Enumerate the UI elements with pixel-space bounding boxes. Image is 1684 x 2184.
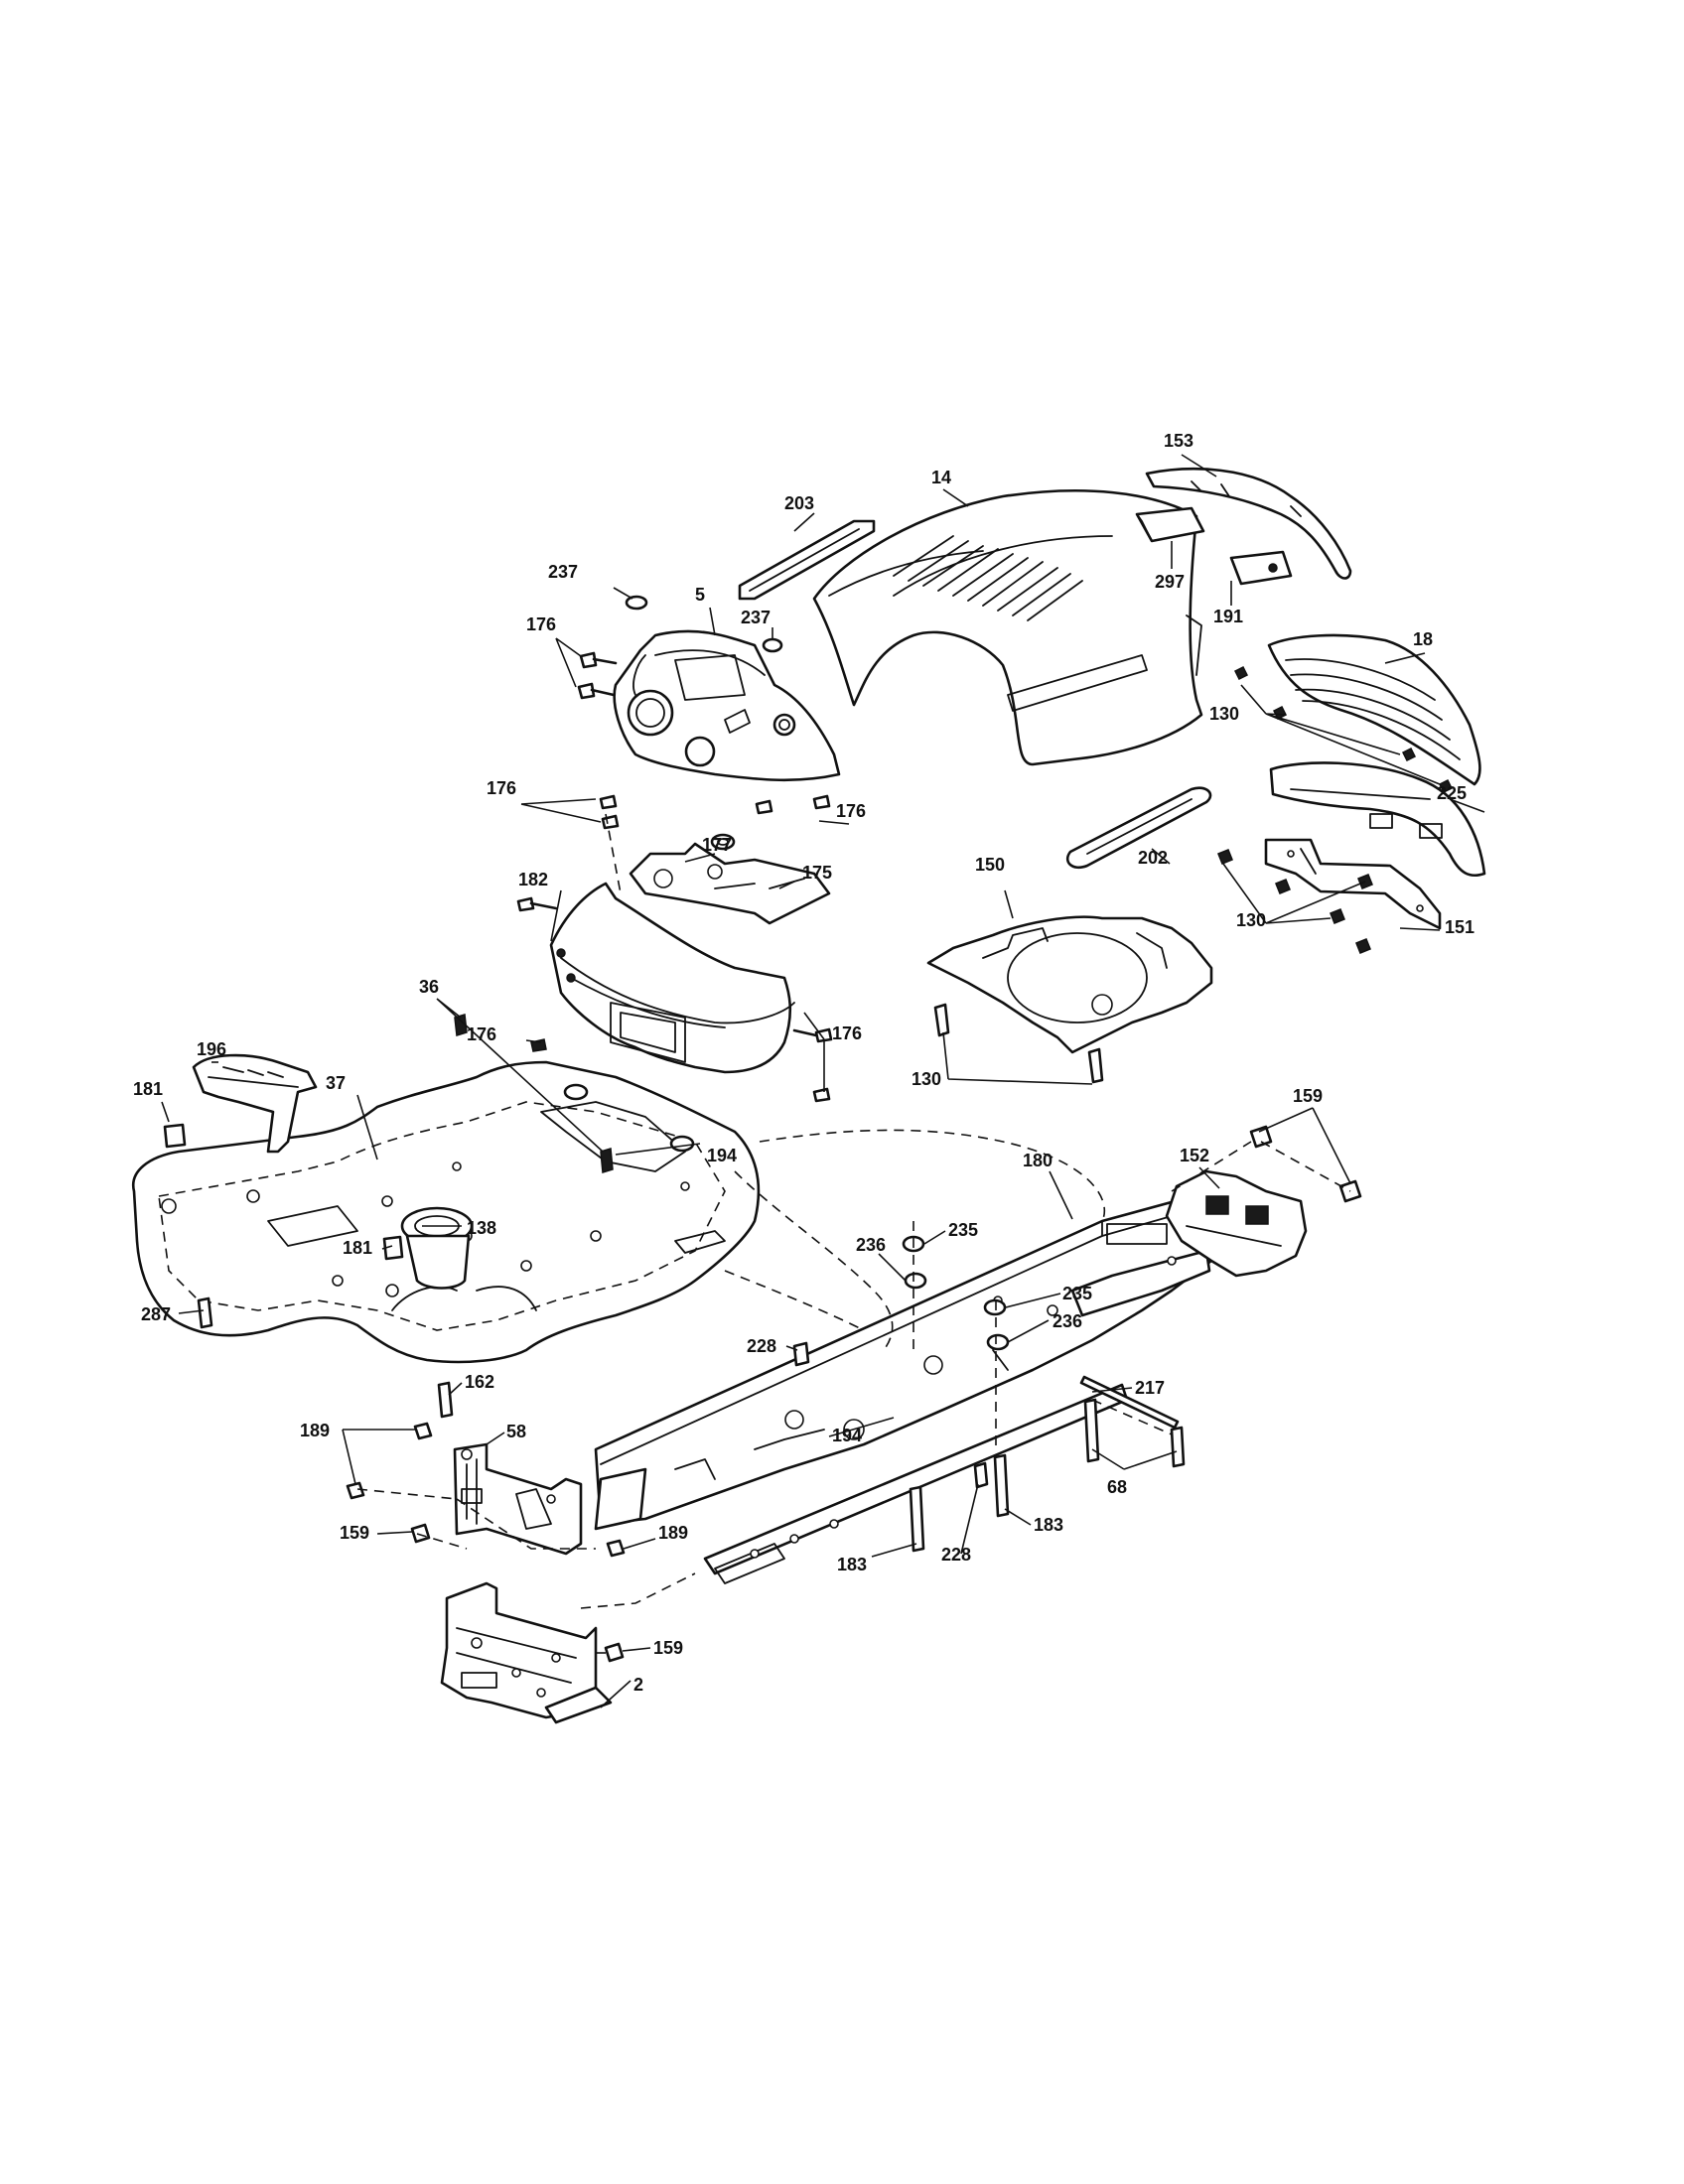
callout-237: 237 (548, 562, 578, 582)
callout-159: 159 (1293, 1086, 1323, 1106)
callout-labels: 153 203 14 297 191 237 5 237 176 18 130 … (133, 431, 1474, 1695)
hood-vent-slots (893, 535, 1083, 621)
callout-202: 202 (1138, 848, 1168, 868)
grommet-part[interactable] (710, 833, 736, 851)
callout-130: 130 (1209, 704, 1239, 724)
callout-153: 153 (1164, 431, 1193, 451)
callout-162: 162 (465, 1372, 494, 1392)
engine-shroud-part[interactable] (926, 915, 1213, 1054)
callout-228: 228 (941, 1545, 971, 1565)
callout-176: 176 (487, 778, 516, 798)
frame-rail-part[interactable] (594, 1383, 1129, 1584)
callout-194: 194 (832, 1426, 862, 1445)
callout-2: 2 (633, 1675, 643, 1695)
callout-228: 228 (747, 1336, 776, 1356)
callout-138: 138 (467, 1218, 496, 1238)
callout-183: 183 (1034, 1515, 1063, 1535)
callout-176: 176 (836, 801, 866, 821)
callout-217: 217 (1135, 1378, 1165, 1398)
hardware-group (163, 595, 1454, 1663)
callout-196: 196 (197, 1039, 226, 1059)
hood-bumper-pad-2-part[interactable] (1229, 550, 1293, 586)
dash-panel-part[interactable] (613, 629, 841, 782)
callout-58: 58 (506, 1422, 526, 1441)
grille-insert-part[interactable] (1269, 761, 1486, 878)
callout-130: 130 (912, 1069, 941, 1089)
dash-mount-plate-part[interactable] (629, 842, 831, 925)
plug-fastener[interactable] (625, 595, 648, 611)
callout-176: 176 (467, 1024, 496, 1044)
grille-part[interactable] (1267, 633, 1481, 786)
leader-lines (161, 454, 1485, 1708)
callout-236: 236 (856, 1235, 886, 1255)
callout-287: 287 (141, 1304, 171, 1324)
callout-176: 176 (526, 614, 556, 634)
air-baffle-part[interactable] (1065, 786, 1212, 870)
callout-150: 150 (975, 855, 1005, 875)
lower-dash-console-part[interactable] (549, 882, 795, 1074)
callout-183: 183 (837, 1555, 867, 1574)
callout-152: 152 (1180, 1146, 1209, 1165)
rear-bracket-part[interactable] (1165, 1169, 1308, 1278)
callout-236: 236 (1052, 1311, 1082, 1331)
callout-159: 159 (653, 1638, 683, 1658)
callout-297: 297 (1155, 572, 1185, 592)
callout-5: 5 (695, 585, 705, 605)
fender-console-part[interactable] (192, 1053, 318, 1154)
callout-182: 182 (518, 870, 548, 889)
callout-180: 180 (1023, 1151, 1052, 1170)
callout-130: 130 (1236, 910, 1266, 930)
callout-159: 159 (340, 1523, 369, 1543)
callout-191: 191 (1213, 607, 1243, 626)
callout-36: 36 (419, 977, 439, 997)
callout-18: 18 (1413, 629, 1433, 649)
callout-176: 176 (832, 1024, 862, 1043)
callout-235: 235 (1062, 1284, 1092, 1303)
callout-225: 225 (1437, 783, 1467, 803)
hood-trim-strip-part[interactable] (738, 519, 876, 601)
callout-235: 235 (948, 1220, 978, 1240)
callout-181: 181 (133, 1079, 163, 1099)
assembly-dashed-lines (356, 813, 1351, 1654)
callout-14: 14 (931, 468, 951, 487)
callout-203: 203 (784, 493, 814, 513)
callout-181: 181 (343, 1238, 372, 1258)
front-hitch-bracket-part[interactable] (440, 1581, 613, 1724)
callout-189: 189 (658, 1523, 688, 1543)
callout-68: 68 (1107, 1477, 1127, 1497)
callout-194: 194 (707, 1146, 737, 1165)
grille-trim-part[interactable] (1145, 468, 1352, 580)
plug-fastener[interactable] (762, 637, 783, 653)
callout-151: 151 (1445, 917, 1474, 937)
grille-bracket-part[interactable] (1264, 838, 1442, 930)
callout-37: 37 (326, 1073, 346, 1093)
callout-237: 237 (741, 608, 771, 627)
callout-175: 175 (802, 863, 832, 883)
front-axle-bracket-part[interactable] (453, 1442, 583, 1556)
callout-189: 189 (300, 1421, 330, 1440)
hood-part[interactable] (812, 488, 1203, 766)
hood-bumper-pad-part[interactable] (1135, 506, 1205, 543)
callout-177: 177 (702, 835, 732, 855)
